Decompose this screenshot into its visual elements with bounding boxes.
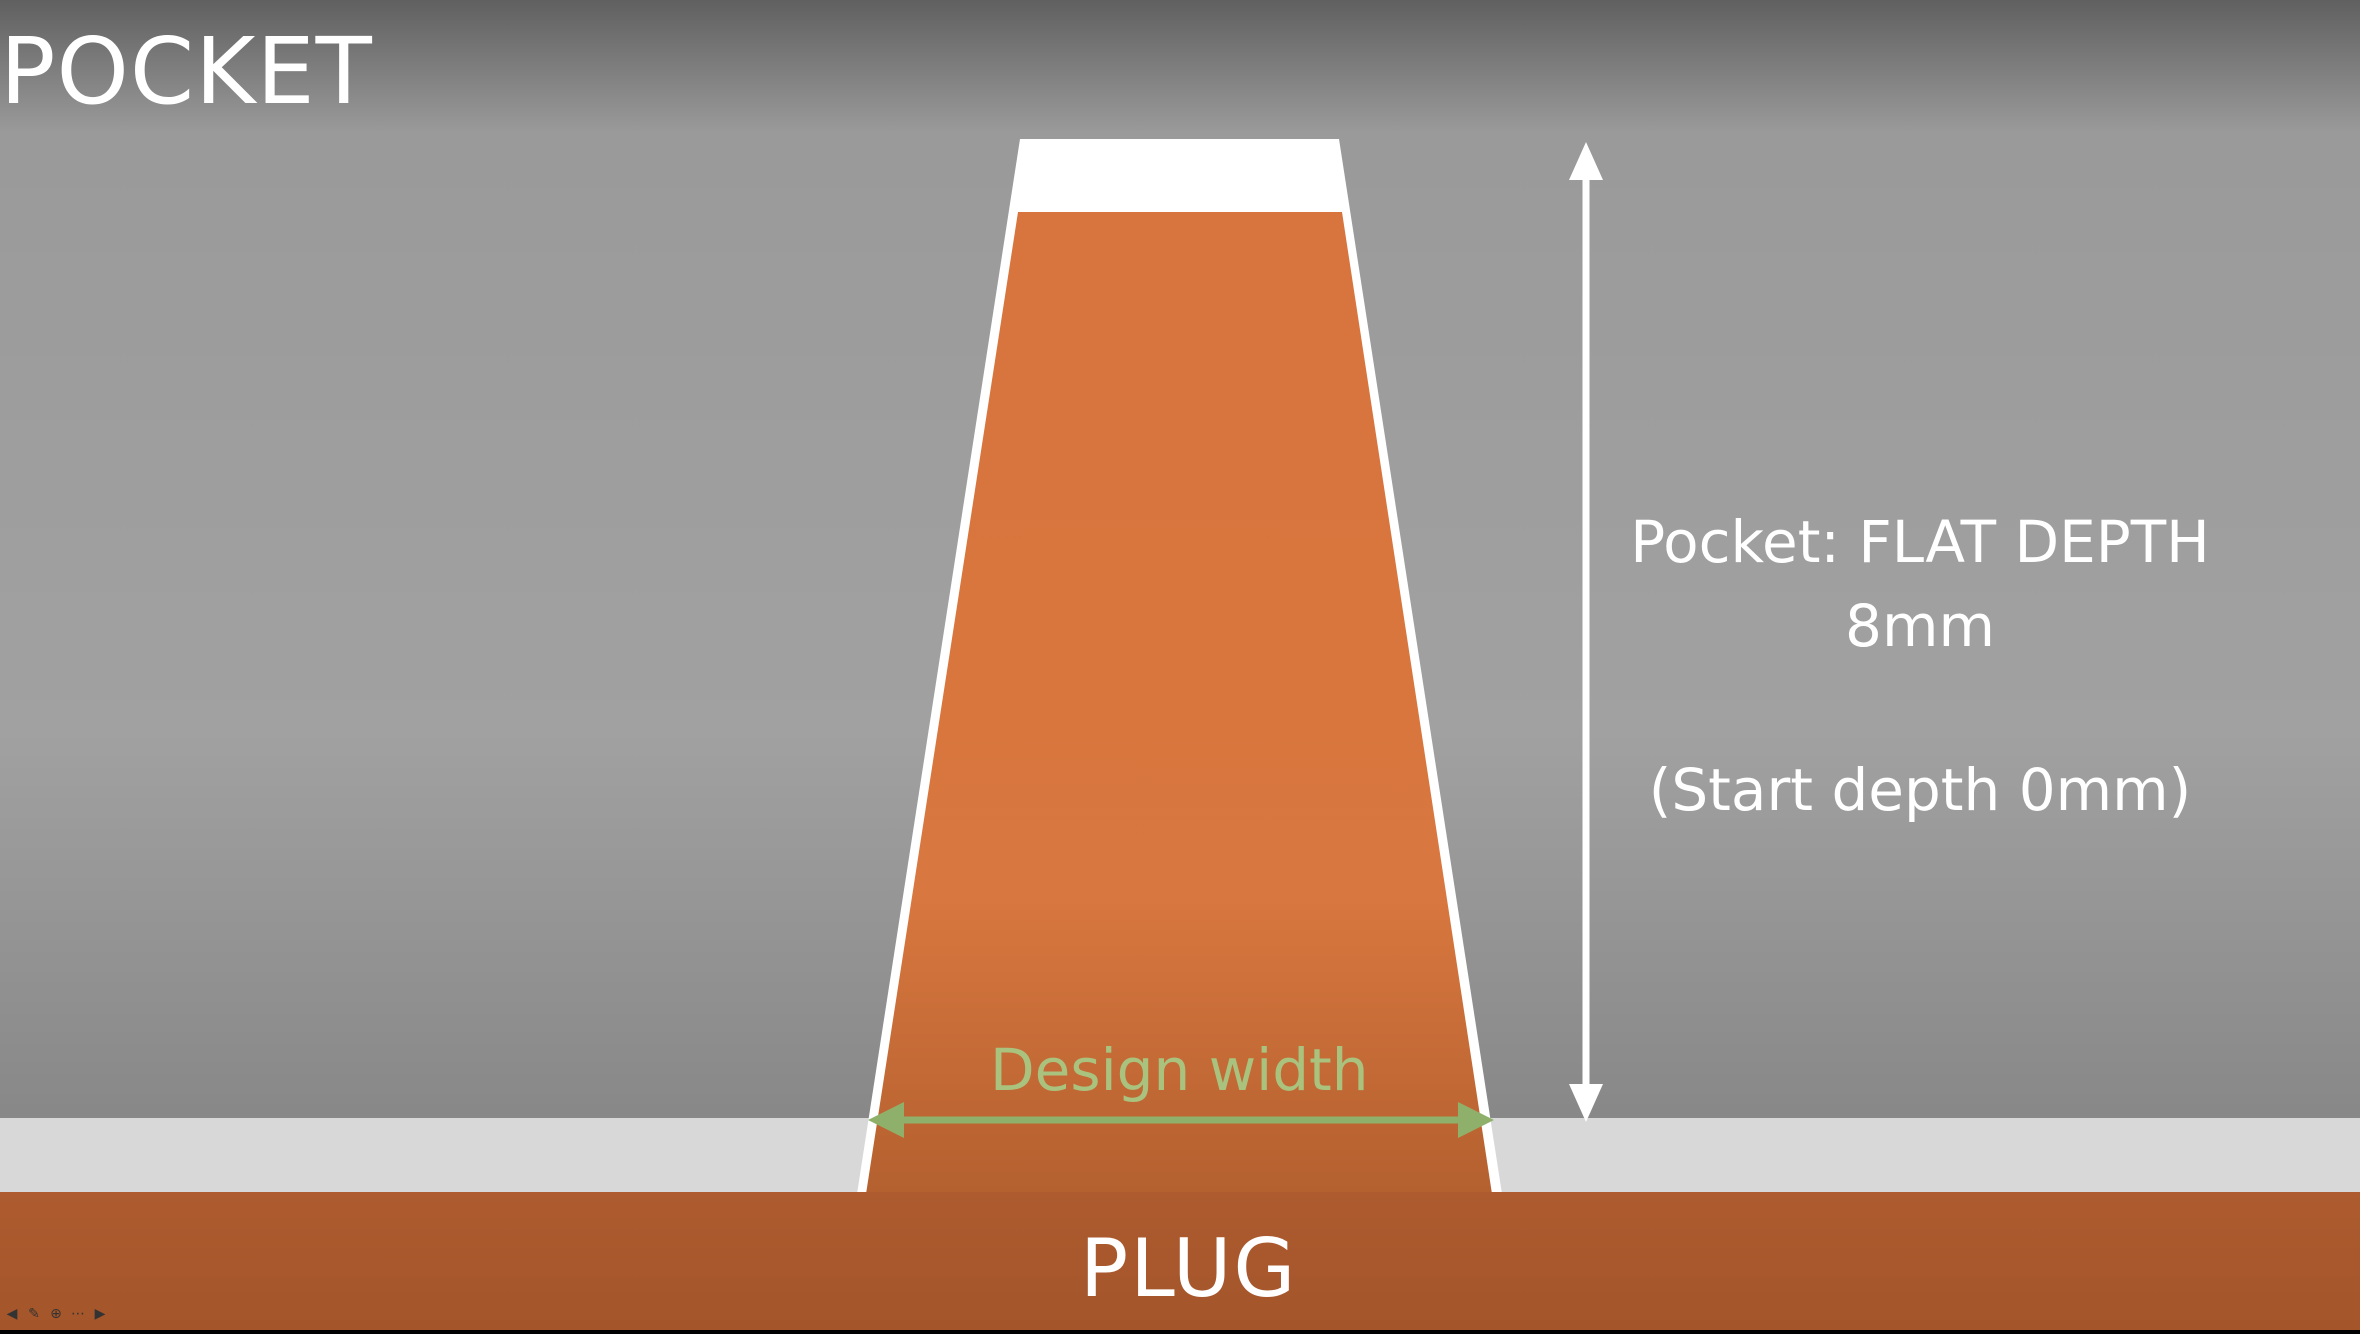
design-width-arrow: [868, 1102, 1494, 1138]
options-icon[interactable]: ⋯: [71, 1306, 85, 1322]
plug-label: PLUG: [1080, 1222, 1298, 1315]
depth-label-line3: (Start depth 0mm): [1648, 756, 2192, 824]
zoom-icon[interactable]: ⊕: [50, 1306, 62, 1322]
depth-label-block: Pocket: FLAT DEPTH 8mm (Start depth 0mm): [1600, 500, 2240, 832]
depth-label-line1: Pocket: FLAT DEPTH: [1630, 508, 2210, 576]
depth-arrow: [1569, 142, 1603, 1122]
pen-icon[interactable]: ✎: [28, 1306, 40, 1322]
slide-toolbar: ◀ ✎ ⊕ ⋯ ▶: [4, 1306, 108, 1322]
plug-base: [0, 1192, 2360, 1330]
depth-label-line2: 8mm: [1845, 592, 1995, 660]
pocket-title: POCKET: [0, 18, 373, 125]
back-arrow-icon[interactable]: ◀: [6, 1306, 18, 1322]
forward-arrow-icon[interactable]: ▶: [94, 1306, 106, 1322]
plug-shape: [866, 212, 1492, 1194]
design-width-label: Design width: [990, 1036, 1369, 1104]
